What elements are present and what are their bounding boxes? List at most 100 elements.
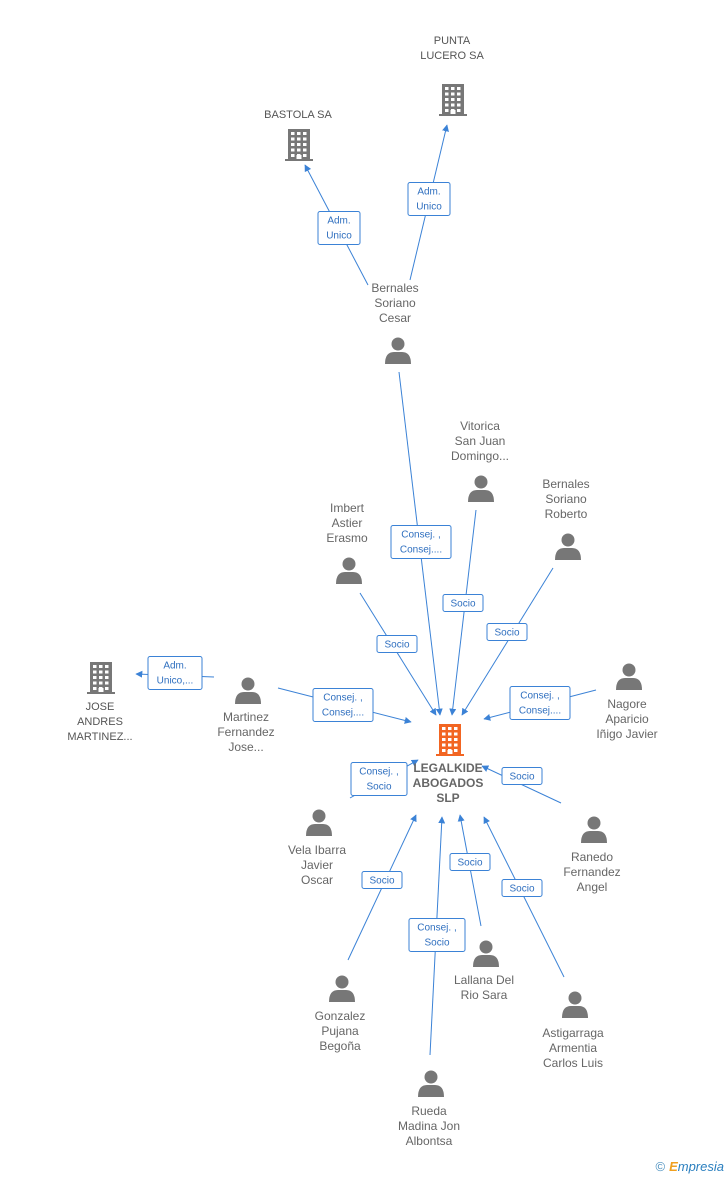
person-bernales-roberto-label-line: Soriano	[545, 492, 587, 506]
person-vitorica-label-line: Vitorica	[460, 419, 500, 433]
person-martinez-icon[interactable]	[235, 677, 261, 705]
edge-label-box[interactable]	[408, 918, 466, 952]
person-ranedo-label-line: Ranedo	[571, 850, 613, 864]
edge-label-box[interactable]	[350, 762, 408, 796]
person-vitorica-label-line: San Juan	[455, 434, 506, 448]
person-vitorica-label-line: Domingo...	[451, 449, 509, 463]
company-punta-label-line: LUCERO SA	[420, 50, 484, 62]
person-vela-label-line: Oscar	[301, 873, 333, 887]
edge-label-text: Socio	[509, 772, 534, 783]
person-bernales-roberto-icon[interactable]	[555, 533, 581, 561]
edge-label-text: Socio	[494, 628, 519, 639]
edge-label-box[interactable]	[361, 871, 403, 889]
company-punta-label: PUNTA LUCERO SA	[420, 35, 484, 62]
edge-label-box[interactable]	[501, 879, 543, 897]
edge-label-box[interactable]	[486, 623, 528, 641]
company-punta-building-icon[interactable]	[439, 84, 467, 116]
edge-label-box[interactable]	[449, 853, 491, 871]
center-company-label-line: ABOGADOS	[413, 776, 484, 790]
person-imbert-label-line: Astier	[332, 516, 363, 530]
edge-label-box[interactable]	[442, 594, 484, 612]
company-punta-label-line: PUNTA	[434, 35, 471, 47]
person-lallana-label-line: Lallana Del	[454, 973, 514, 987]
edge-label-text: Unico,...	[157, 676, 194, 687]
company-jose-building-icon[interactable]	[87, 662, 115, 694]
person-vitorica-icon[interactable]	[468, 475, 494, 503]
person-vela-label-line: Vela Ibarra	[288, 843, 346, 857]
person-rueda-label-line: Madina Jon	[398, 1119, 460, 1133]
person-rueda-label-line: Rueda	[411, 1104, 447, 1118]
person-ranedo-label-line: Angel	[577, 880, 608, 894]
edge-label-text: Consej. ,	[323, 693, 362, 704]
person-bernales-roberto-label-line: Roberto	[545, 507, 588, 521]
edge-label-box[interactable]	[509, 686, 571, 720]
footer-brand[interactable]: ©Empresia	[655, 1159, 724, 1174]
edge-vitorica-to-center[interactable]	[449, 509, 477, 716]
edge-label-text: Consej....	[400, 545, 442, 556]
copyright-symbol: ©	[655, 1159, 666, 1174]
brand-initial: E	[669, 1159, 678, 1174]
edge-label-text: Consej. ,	[401, 530, 440, 541]
person-nagore-label-line: Nagore	[607, 697, 647, 711]
edge-label-text: Socio	[369, 876, 394, 887]
edge-label-box[interactable]	[376, 635, 418, 653]
person-bernales-cesar-label-line: Soriano	[374, 296, 416, 310]
edge-label-text: Socio	[384, 640, 409, 651]
person-nagore-label-line: Aparicio	[605, 712, 649, 726]
edge-label-box[interactable]	[312, 688, 374, 722]
person-imbert-icon[interactable]	[336, 557, 362, 585]
edge-label-text: Consej....	[322, 708, 364, 719]
person-rueda-label-line: Albontsa	[406, 1134, 453, 1148]
edge-label-box[interactable]	[407, 182, 451, 216]
person-ranedo-label-line: Fernandez	[563, 865, 620, 879]
company-bastola-label-line: BASTOLA SA	[264, 109, 332, 121]
edge-label-box[interactable]	[317, 211, 361, 245]
person-astigarraga-label-line: Armentia	[549, 1041, 597, 1055]
person-bernales-cesar-icon[interactable]	[385, 337, 411, 365]
edge-label-box[interactable]	[390, 525, 452, 559]
person-imbert-label-line: Erasmo	[326, 531, 368, 545]
edge-label-text: Consej. ,	[417, 923, 456, 934]
person-bernales-cesar-label-line: Cesar	[379, 311, 411, 325]
person-astigarraga-label-line: Carlos Luis	[543, 1056, 603, 1070]
person-nagore-icon[interactable]	[616, 663, 642, 691]
center-company-label-line: LEGALKIDE	[413, 761, 482, 775]
person-vela-icon[interactable]	[306, 809, 332, 837]
person-rueda-icon[interactable]	[418, 1070, 444, 1098]
person-gonzalez-icon[interactable]	[329, 975, 355, 1003]
center-company-building-icon[interactable]	[436, 724, 464, 756]
person-martinez-label-line: Fernandez	[217, 725, 274, 739]
edge-label-text: Consej....	[519, 706, 561, 717]
person-bernales-cesar-label-line: Bernales	[371, 281, 418, 295]
edge-label-text: Adm.	[163, 661, 186, 672]
edge-label-text: Socio	[424, 938, 449, 949]
person-vela-label-line: Javier	[301, 858, 333, 872]
person-astigarraga-label-line: Astigarraga	[542, 1026, 604, 1040]
edge-label-text: Adm.	[417, 187, 440, 198]
person-lallana-icon[interactable]	[473, 940, 499, 968]
person-martinez-label-line: Jose...	[228, 740, 263, 754]
edge-label-box[interactable]	[147, 656, 203, 690]
edge-label-text: Consej. ,	[520, 691, 559, 702]
person-astigarraga-icon[interactable]	[562, 991, 588, 1019]
edge-label-text: Socio	[457, 858, 482, 869]
edge-imbert-to-center[interactable]	[359, 592, 437, 716]
edge-bernales-roberto-to-center[interactable]	[461, 567, 554, 716]
company-jose-label-line: ANDRES	[77, 716, 123, 728]
person-martinez-label-line: Martinez	[223, 710, 269, 724]
person-ranedo-icon[interactable]	[581, 816, 607, 844]
company-bastola-building-icon[interactable]	[285, 129, 313, 161]
edge-label-box[interactable]	[501, 767, 543, 785]
edge-label-text: Adm.	[327, 216, 350, 227]
edge-label-text: Socio	[450, 599, 475, 610]
